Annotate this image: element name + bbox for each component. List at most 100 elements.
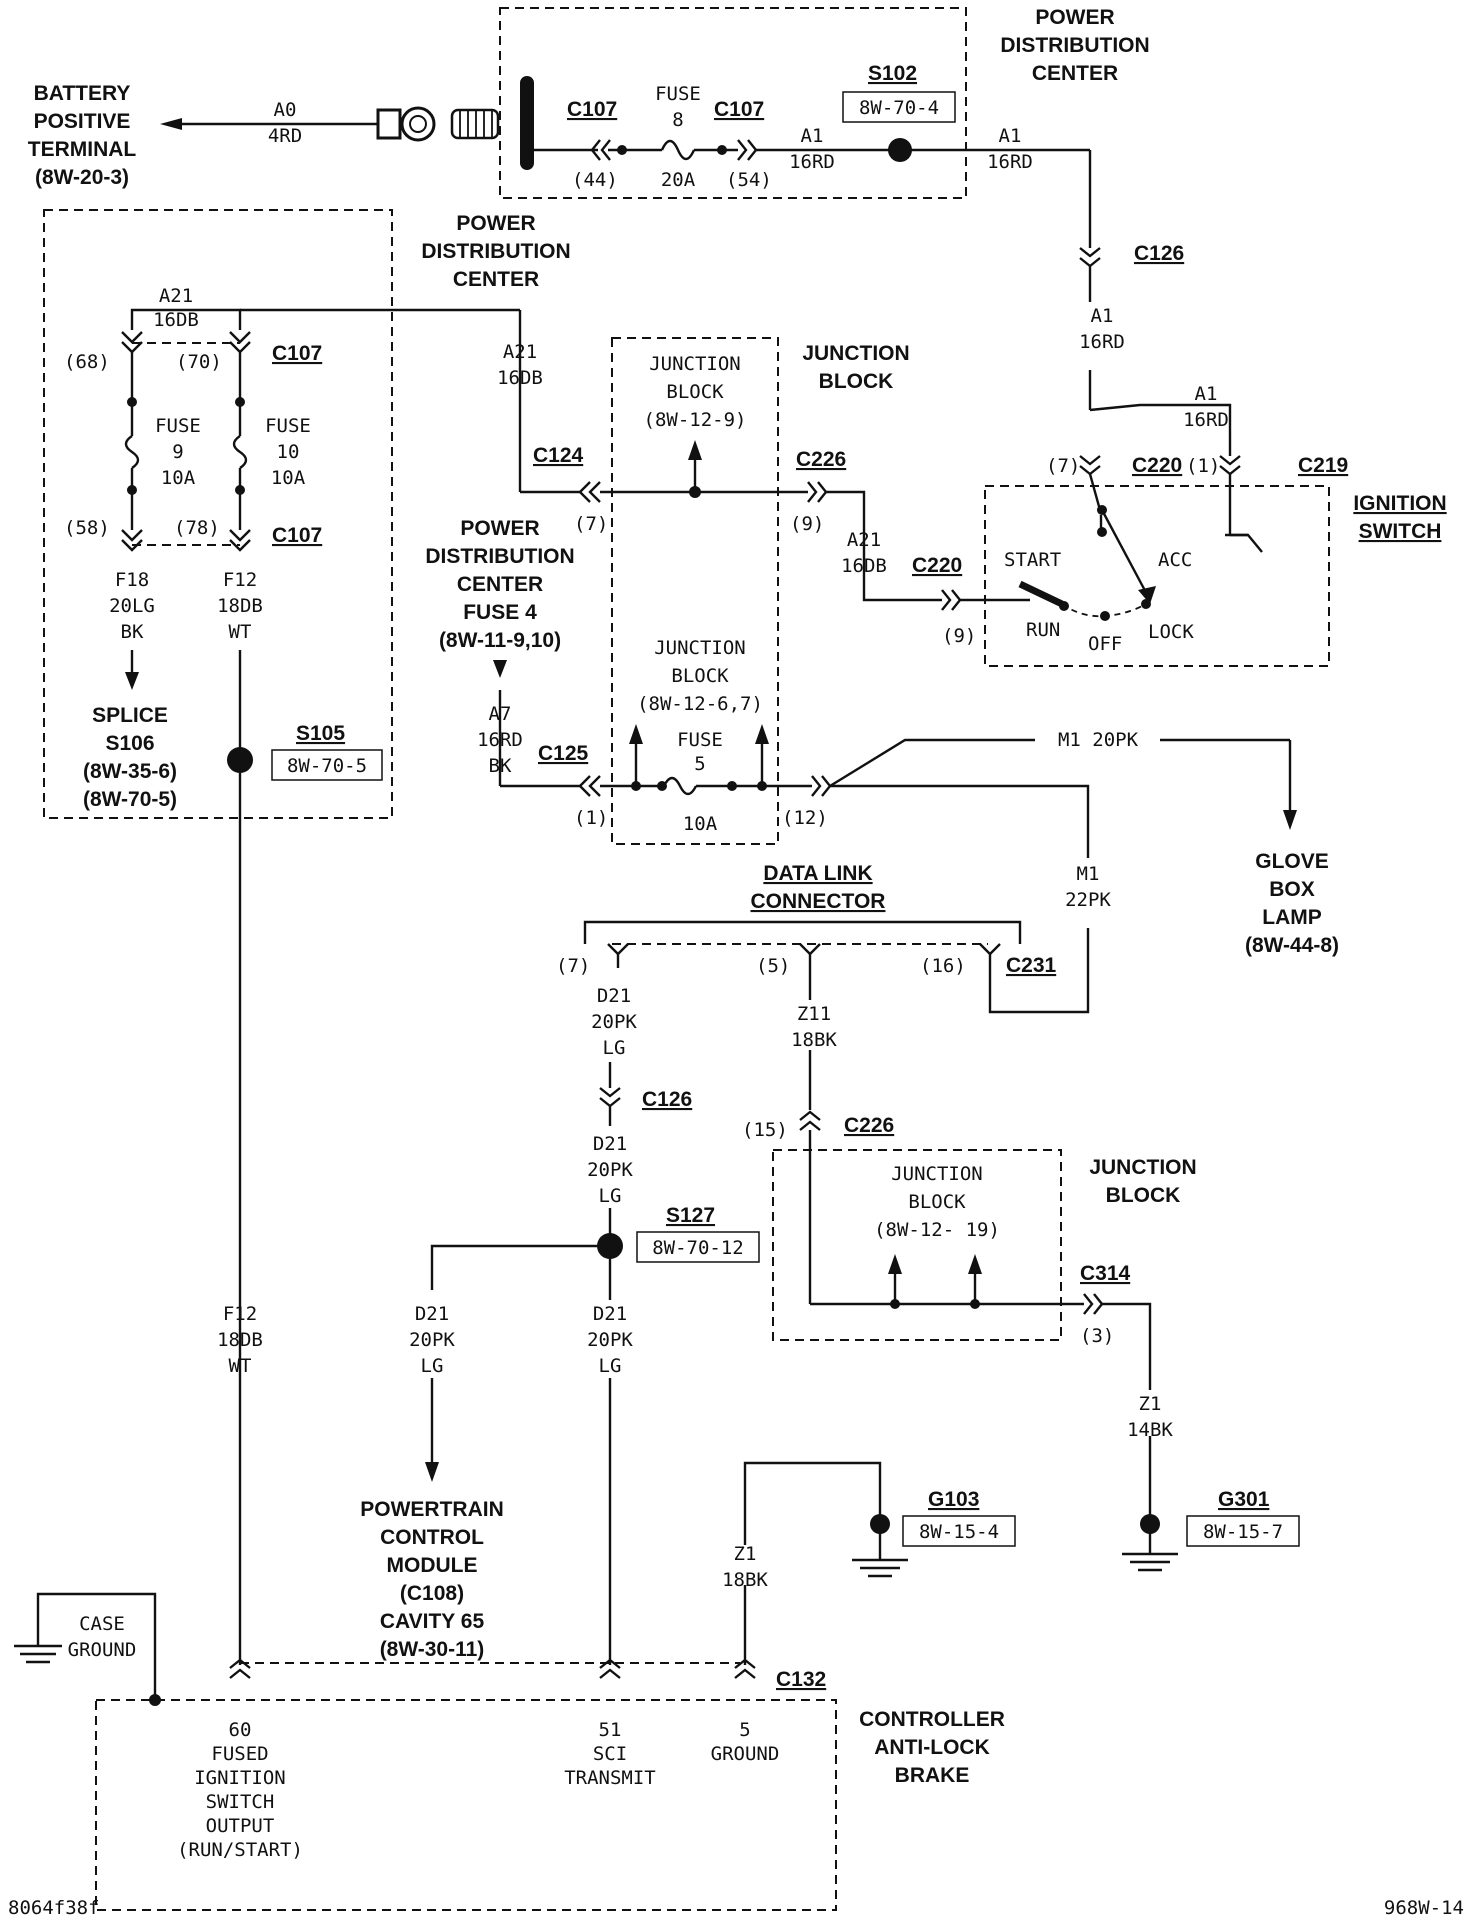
ref-s127: 8W-70-12	[652, 1237, 744, 1259]
label-c220-mid: C220	[912, 554, 962, 577]
pdc-left-box	[43, 209, 393, 819]
pin-5: (5)	[756, 955, 790, 977]
label-g103: G103	[928, 1488, 979, 1511]
pin-1a: (1)	[1186, 455, 1220, 477]
label-c125: C125	[538, 742, 589, 765]
pin-7b: (7)	[1046, 455, 1080, 477]
footer-right: 968W-14	[1384, 1897, 1464, 1919]
label-c226-mid: C226	[844, 1114, 894, 1137]
g103-ref-box	[902, 1515, 1016, 1547]
label-g301: G301	[1218, 1488, 1270, 1511]
sw-off: OFF	[1088, 633, 1122, 655]
wire-m1-top: M1 20PK	[1058, 729, 1139, 751]
sw-run: RUN	[1026, 619, 1060, 641]
battery-section	[160, 76, 1263, 604]
label-c226-top: C226	[796, 448, 846, 471]
pin-44: (44)	[572, 169, 618, 191]
junction-block-bottom-box	[772, 1149, 1062, 1341]
s127-ref-box	[636, 1231, 760, 1263]
pin-7c: (7)	[556, 955, 590, 977]
pin-12: (12)	[782, 807, 828, 829]
ref-s102: 8W-70-4	[859, 97, 939, 119]
fuse5-circuit	[493, 660, 1297, 1014]
label-c107-b: C107	[714, 98, 764, 121]
footer-left: 8064f38f	[8, 1897, 100, 1919]
pin-3: (3)	[1080, 1325, 1114, 1347]
label-s127: S127	[666, 1204, 715, 1227]
s105-ref-box	[271, 749, 383, 781]
a21-circuit	[518, 310, 866, 578]
label-c124: C124	[533, 444, 584, 467]
pin-54: (54)	[726, 169, 772, 191]
pin-68: (68)	[64, 351, 110, 373]
ref-g103: 8W-15-4	[919, 1521, 999, 1543]
label-c314: C314	[1080, 1262, 1131, 1285]
sw-start: START	[1004, 549, 1061, 571]
pdc-top-box	[499, 7, 967, 199]
ref-g301: 8W-15-7	[1203, 1521, 1283, 1543]
sw-acc: ACC	[1158, 549, 1192, 571]
pin-9b: (9)	[942, 625, 976, 647]
label-c219: C219	[1298, 454, 1348, 477]
label-c107-d: C107	[272, 524, 322, 547]
pin-7a: (7)	[574, 513, 608, 535]
label-c231: C231	[1006, 954, 1057, 977]
pin-9a: (9)	[790, 513, 824, 535]
label-c126-top: C126	[1134, 242, 1184, 265]
s102-ref-box	[842, 91, 956, 123]
pin-1b: (1)	[574, 807, 608, 829]
ignition-switch-contacts	[862, 578, 1151, 621]
ignition-switch-box	[984, 485, 1330, 667]
pin-58: (58)	[64, 517, 110, 539]
pin-16: (16)	[920, 955, 966, 977]
pin-78: (78)	[174, 517, 220, 539]
controller-abs-box	[95, 1699, 837, 1911]
label-c126-mid: C126	[642, 1088, 692, 1111]
label-s105: S105	[296, 722, 345, 745]
pdc-left-fuses	[121, 308, 520, 1679]
case-ground	[14, 1592, 161, 1706]
label-c107-a: C107	[567, 98, 617, 121]
label-s102: S102	[868, 62, 917, 85]
label-c107-c: C107	[272, 342, 322, 365]
z11-circuit	[799, 1050, 1178, 1572]
